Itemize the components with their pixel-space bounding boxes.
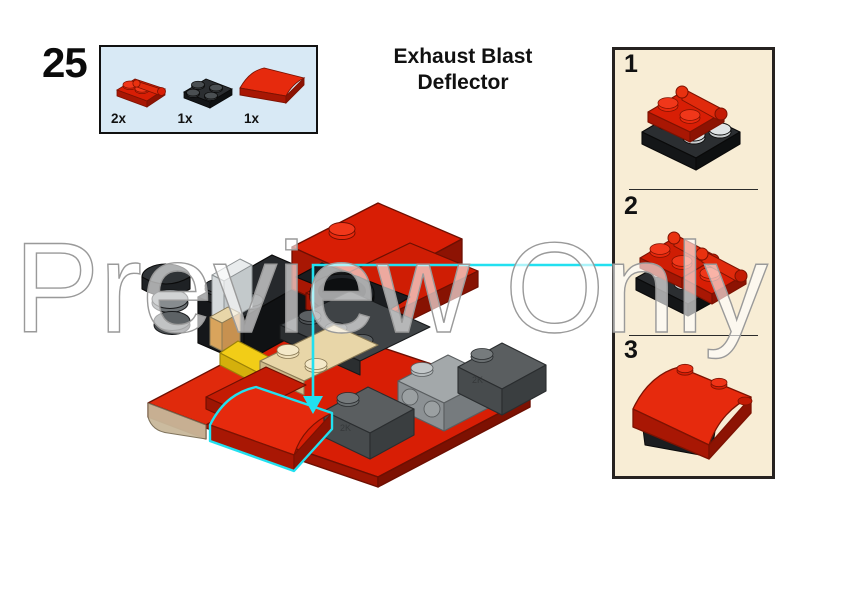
part-quantity: 1x: [177, 111, 193, 126]
part-quantity: 1x: [244, 111, 260, 126]
part-quantity: 2x: [111, 111, 127, 126]
plate-2x2-icon: [176, 58, 238, 110]
new-part-highlight: [208, 385, 334, 473]
slope-curved-2x4-icon: [234, 58, 316, 110]
substep-number: 1: [624, 50, 638, 78]
main-model-assembly: 2K 2K: [110, 185, 590, 505]
part-item-curved-slope: 1x: [239, 58, 310, 126]
substep-2-illustration: [615, 192, 772, 336]
substep-2: 2: [615, 192, 772, 336]
plate-1x2-with-handle-icon: [109, 58, 171, 110]
parts-list: 2x: [101, 47, 316, 132]
substep-3: 3: [615, 336, 772, 476]
step-number: 25: [42, 39, 88, 86]
substep-divider-1: [629, 189, 758, 190]
substep-3-illustration: [615, 336, 772, 476]
part-item-plate-handle: 2x: [107, 58, 174, 126]
page-title-line1: Exhaust Blast: [393, 45, 533, 68]
page-title: Exhaust Blast Deflector: [340, 44, 586, 95]
substep-number: 2: [624, 192, 638, 220]
substep-1: 1: [615, 50, 772, 192]
page-title-line2: Deflector: [417, 70, 509, 94]
part-item-plate-2x2: 1x: [174, 58, 241, 126]
substep-panel: 1: [612, 47, 775, 479]
parts-callout-box: 2x: [99, 45, 318, 134]
svg-text:2K: 2K: [340, 423, 351, 433]
substep-divider-2: [629, 335, 758, 336]
substep-1-illustration: [615, 50, 772, 192]
svg-text:2K: 2K: [472, 375, 483, 385]
substep-number: 3: [624, 336, 638, 364]
